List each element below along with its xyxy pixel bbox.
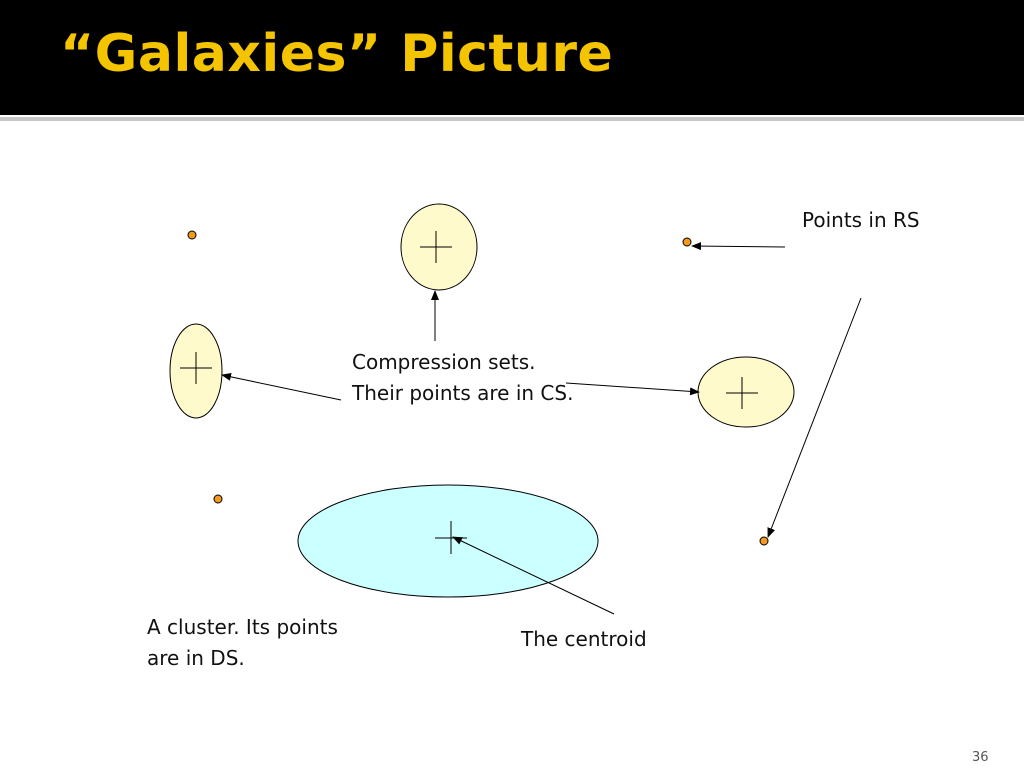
points-in-rs-label: Points in RS bbox=[802, 208, 920, 232]
slide-number: 36 bbox=[972, 750, 989, 765]
arrow-to-compression-left bbox=[221, 372, 342, 401]
arrow-to-compression-right bbox=[565, 382, 700, 396]
title-bar: “Galaxies” Picture bbox=[0, 0, 1024, 115]
compression-set-left bbox=[169, 323, 223, 419]
centroid-label: The centroid bbox=[521, 627, 647, 651]
cluster-label-line1: A cluster. Its points bbox=[147, 615, 338, 639]
compression-sets-label-line2: Their points are in CS. bbox=[352, 381, 574, 405]
compression-set-top bbox=[400, 203, 478, 291]
cluster-label-line2: are in DS. bbox=[147, 646, 245, 670]
arrow-to-centroid bbox=[452, 536, 615, 615]
arrow-rs-to-bottom-point bbox=[767, 297, 862, 538]
cluster-ellipse bbox=[297, 484, 599, 598]
compression-sets-label-line1: Compression sets. bbox=[352, 350, 536, 374]
rs-point bbox=[759, 536, 769, 546]
arrow-rs-to-top-point bbox=[691, 242, 786, 251]
rs-point bbox=[213, 494, 223, 504]
rs-point bbox=[682, 237, 692, 247]
compression-set-right bbox=[697, 356, 795, 428]
title-divider bbox=[0, 117, 1024, 121]
slide-title: “Galaxies” Picture bbox=[60, 24, 614, 84]
rs-point bbox=[187, 230, 197, 240]
